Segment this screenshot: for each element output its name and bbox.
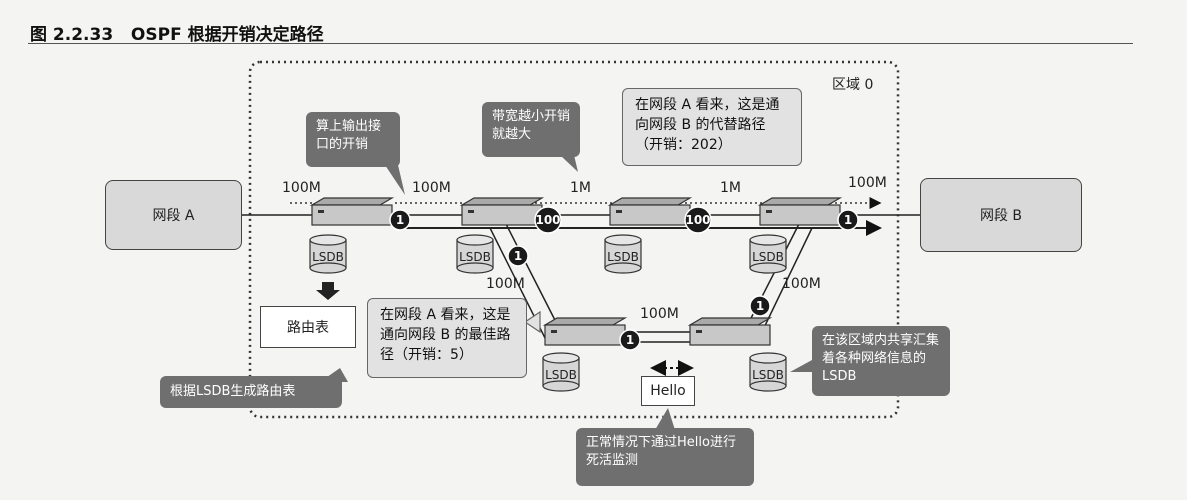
router-1 — [309, 197, 395, 226]
callout-output-interface: 算上输出接口的开销 — [306, 112, 400, 167]
bandwidth-label: 1M — [570, 180, 591, 196]
router-3 — [607, 197, 693, 226]
segment-b: 网段 B — [920, 178, 1082, 252]
bandwidth-label: 1M — [720, 180, 741, 196]
callout-share-lsdb: 在该区域内共享汇集着各种网络信息的LSDB — [812, 326, 950, 396]
bandwidth-label: 100M — [782, 276, 821, 292]
callout-hello-monitor: 正常情况下通过Hello进行死活监测 — [576, 428, 754, 486]
cost-badge-2: 100 — [535, 213, 561, 227]
figure-number: 图 2.2.33 — [30, 25, 114, 45]
down-arrow — [316, 282, 340, 300]
cost-badge-3: 100 — [685, 213, 711, 227]
cost-badge-7: 1 — [755, 299, 765, 313]
lsdb-label: LSDB — [312, 250, 344, 264]
lsdb-cylinder-1 — [309, 234, 347, 274]
bandwidth-label: 100M — [282, 180, 321, 196]
router-4 — [757, 197, 843, 226]
hello-box: Hello — [641, 376, 695, 406]
callout-bandwidth: 带宽越小开销就越大 — [482, 102, 580, 157]
lsdb-label: LSDB — [752, 250, 784, 264]
lsdb-label: LSDB — [607, 250, 639, 264]
lsdb-label: LSDB — [752, 368, 784, 382]
area-label: 区域 0 — [832, 77, 874, 93]
lsdb-label: LSDB — [545, 368, 577, 382]
router-5 — [542, 317, 628, 346]
lsdb-cylinder-5 — [542, 352, 580, 392]
router-2 — [459, 197, 545, 226]
callout-alt-path: 在网段 A 看来，这是通向网段 B 的代替路径（开销：202） — [622, 88, 802, 166]
lsdb-cylinder-3 — [604, 234, 642, 274]
router-6 — [687, 317, 773, 346]
routing-table: 路由表 — [260, 306, 356, 348]
lsdb-cylinder-2 — [456, 234, 494, 274]
bandwidth-label: 100M — [486, 276, 525, 292]
bandwidth-label: 100M — [412, 180, 451, 196]
bandwidth-label: 100M — [848, 175, 887, 191]
cost-badge-5: 1 — [513, 249, 523, 263]
segment-a: 网段 A — [105, 180, 242, 250]
lsdb-cylinder-4 — [749, 234, 787, 274]
figure-caption: OSPF 根据开销决定路径 — [130, 25, 324, 45]
bandwidth-label: 100M — [640, 306, 679, 322]
title-rule — [28, 43, 1133, 44]
lsdb-label: LSDB — [459, 250, 491, 264]
cost-badge-1: 1 — [395, 213, 405, 227]
callout-best-path: 在网段 A 看来，这是通向网段 B 的最佳路径（开销：5） — [367, 298, 527, 378]
cost-badge-6: 1 — [625, 333, 635, 347]
figure-title: 图 2.2.33 OSPF 根据开销决定路径 — [30, 20, 324, 45]
area-boundary — [248, 60, 900, 419]
callout-lsdb-to-table: 根据LSDB生成路由表 — [160, 376, 342, 408]
lsdb-cylinder-6 — [749, 352, 787, 392]
cost-badge-4: 1 — [843, 213, 853, 227]
